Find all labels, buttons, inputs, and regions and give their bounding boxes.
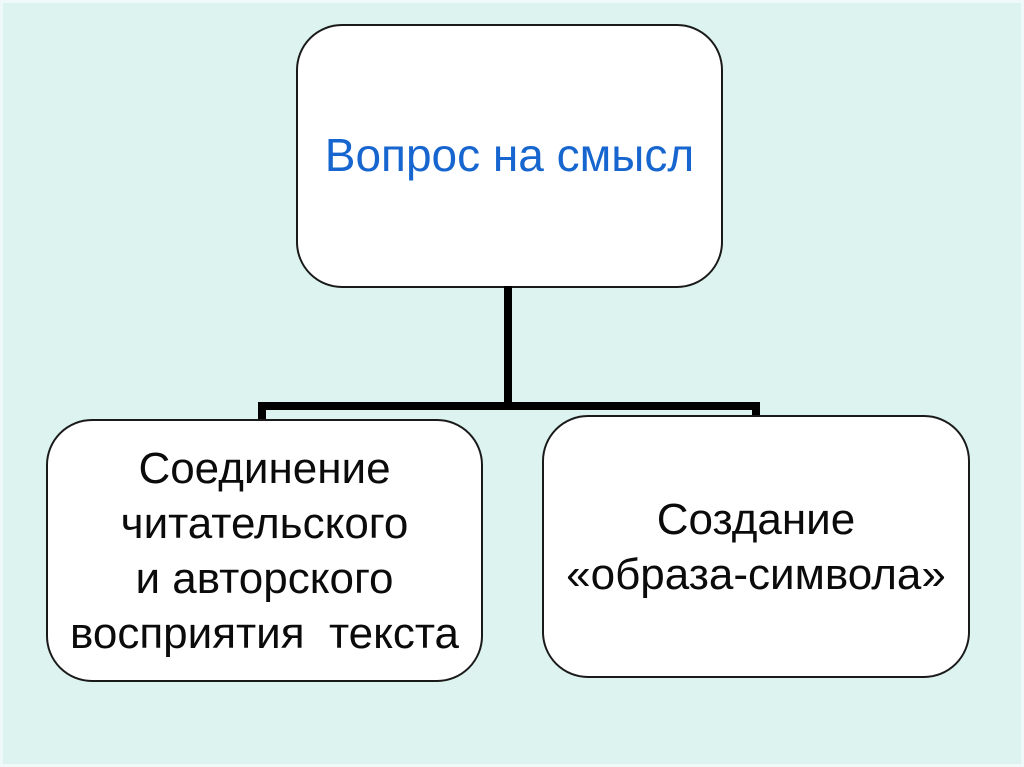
connector-crossbar bbox=[258, 402, 760, 410]
node-root-label: Вопрос на смысл bbox=[324, 129, 695, 182]
node-root: Вопрос на смысл bbox=[296, 24, 723, 288]
connector-drop-left bbox=[258, 402, 266, 422]
connector-stem bbox=[504, 286, 512, 404]
node-right-child-label: Создание «образа-символа» bbox=[566, 494, 946, 599]
connector-drop-right bbox=[752, 402, 760, 419]
node-left-child-label: Соединение читательского и авторского во… bbox=[69, 443, 460, 658]
node-left-child: Соединение читательского и авторского во… bbox=[46, 419, 483, 682]
node-right-child: Создание «образа-символа» bbox=[542, 415, 970, 678]
